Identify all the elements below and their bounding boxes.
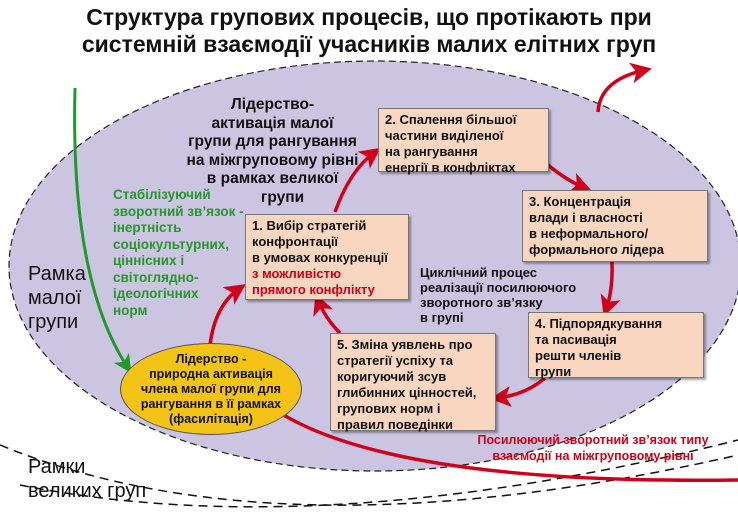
text-line: в неформального/ [529,226,649,241]
title-line: Структура групових процесів, що протікаю… [86,4,652,30]
text-line: природна активація [149,366,273,381]
text-line: ціннісних і [113,253,185,268]
text-line: на рангування [385,144,478,159]
text-line: Лідерство - [175,351,247,366]
stabilizing-feedback-label: Стабілізуючий зворотний зв’язок - інертн… [113,187,244,319]
arrow-step4-to-step5 [490,376,547,407]
arrow-intergroup-feedback [262,400,738,483]
stabilizing-arrow [73,87,132,374]
arrow-step3-to-step4 [600,261,621,317]
text-line: групи [28,311,79,333]
page-title: Структура групових процесів, що протікаю… [0,4,738,58]
text-line: Рамка [28,263,86,285]
text-line: соціокультурних, [113,236,230,252]
text-line: з можливістю [252,266,342,281]
text-line: на міжгруповому рівні [186,151,359,169]
step-5-box: 5. Зміна уявлень про стратегії успіху та… [330,333,496,432]
text-line: інертність [113,220,182,235]
text-line: світоглядно- [113,269,199,285]
text-line: Стабілізуючий [113,187,211,202]
text-line: групи [260,188,305,206]
arrow-out-top-right [596,62,652,113]
text-line: 5. Зміна уявлень про [337,337,473,352]
text-line: активація малої [211,114,334,132]
text-line: групи для рангування [188,133,357,150]
leadership-intergroup-label: Лідерство- активація малої групи для ран… [180,96,365,207]
text-line: Лідерство- [230,96,315,113]
text-line: рангування в її рамках [140,396,282,411]
text-line: формального лідера [529,242,664,257]
text-line: в групі [420,310,464,325]
text-line: зворотний зв’язок - [113,203,244,219]
step-4-box: 4. Підпорядкування та пасивація решти чл… [528,312,704,379]
text-line: 1. Вибір стратегій [252,218,367,233]
text-line: Посилюючий зворотний зв’язок типу [477,433,709,447]
text-line: групових норм і [337,401,441,416]
arrow-step1-to-step2 [333,147,381,213]
text-line: в умовах конкуренції [252,250,388,265]
step-1-box: 1. Вибір стратегій конфронтації в умовах… [245,214,409,300]
text-line: члена малої групи для [141,381,281,396]
text-line: в рамках великої [206,170,339,187]
text-line: великих груп [28,480,147,502]
large-group-frame-line [19,439,738,508]
text-line: прямого конфлікту [252,282,375,297]
cycle-label: Циклічний процес реалізації посилюючого … [420,265,576,325]
large-groups-frame-label: Рамки великих груп [28,455,146,503]
step-3-box: 3. Концентрація влади і власності в нефо… [522,190,708,262]
text-line: влади і власності [529,210,643,225]
text-line: Циклічний процес [420,265,538,280]
text-line: норм [113,302,148,318]
step-2-box: 2. Спалення більшої частини виділеної на… [378,108,549,175]
text-line: Рамки [28,456,86,478]
text-line: енергії в конфліктах [385,160,516,175]
text-line: малої [28,287,82,309]
text-line: групи [535,364,572,379]
text-line: глибинних цінностей, [337,385,477,400]
text-line: стратегії успіху та [337,353,454,368]
text-line: та пасивація [535,332,617,347]
facilitation-oval: Лідерство - природна активація члена мал… [120,343,302,435]
text-line: зворотного зв’язку [420,295,543,310]
text-line: 3. Концентрація [529,194,631,209]
text-line: ідеологічних [113,286,199,301]
title-line: системній взаємодії учасників малих еліт… [81,31,657,57]
text-line: 4. Підпорядкування [535,316,663,331]
small-group-frame-label: Рамка малої групи [28,262,86,334]
intergroup-feedback-label: Посилюючий зворотний зв’язок типу взаємо… [458,432,728,464]
text-line: (фасилітація) [169,411,253,426]
arrow-oval-to-step1 [208,284,246,346]
text-line: частини виділеної [385,128,504,143]
text-line: коригуючий зсув [337,369,447,384]
text-line: конфронтації [252,234,339,249]
text-line: реалізації посилюючого [420,280,577,295]
text-line: взаємодії на міжгруповому рівні [492,449,694,463]
text-line: решти членів [535,348,622,363]
text-line: правил поведінки [337,417,453,432]
arrow-step5-to-step1 [313,293,342,335]
text-line: 2. Спалення більшої [385,112,517,127]
